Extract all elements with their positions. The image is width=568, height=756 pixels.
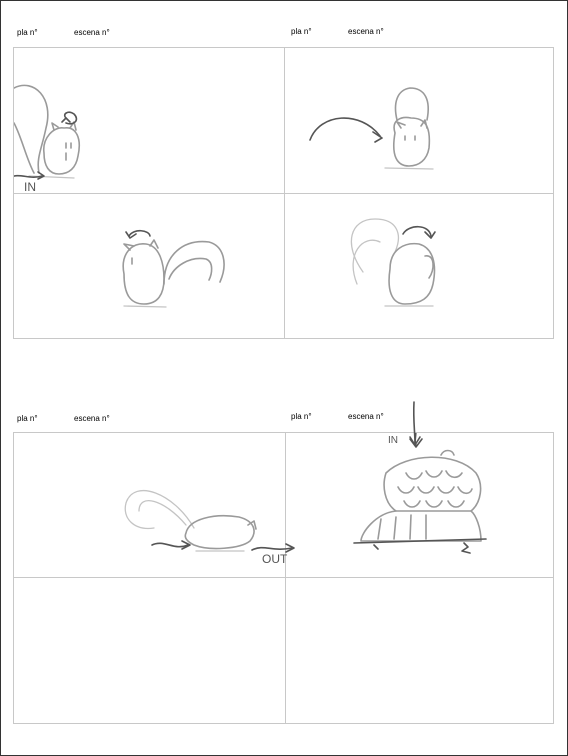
motion-arrow-icon	[409, 401, 421, 446]
in-annotation: IN	[24, 180, 36, 193]
motion-arrow-icon	[151, 542, 189, 548]
storyboard-panel	[286, 578, 554, 724]
storyboard-panel	[14, 433, 285, 577]
scene-number-label: escena n°	[74, 414, 110, 423]
panel-divider	[285, 432, 286, 724]
scene-number-label: escena n°	[348, 412, 384, 421]
plan-number-label: pla n°	[291, 412, 312, 421]
rotate-arrow-icon	[402, 225, 432, 237]
storyboard-panel	[14, 578, 285, 724]
rotate-arrow-icon	[128, 229, 151, 237]
plan-number-label: pla n°	[291, 27, 312, 36]
storyboard-panel	[285, 48, 554, 193]
storyboard-grid	[13, 432, 554, 724]
rotate-arrow-icon	[63, 111, 78, 125]
acorn-sketch: IN	[353, 433, 487, 554]
out-annotation: OUT	[262, 552, 288, 566]
motion-arrow-icon	[251, 543, 295, 553]
panel-divider	[13, 193, 554, 194]
in-annotation: IN	[388, 435, 398, 446]
squirrel-sketch	[350, 218, 436, 307]
scene-number-label: escena n°	[74, 28, 110, 37]
motion-arrow-icon	[14, 174, 43, 178]
storyboard-panel	[14, 194, 284, 339]
storyboard-panel	[285, 194, 554, 339]
squirrel-sketch	[122, 229, 225, 308]
motion-arrow-icon	[309, 117, 381, 141]
squirrel-sketch: IN	[14, 84, 80, 193]
squirrel-sketch	[309, 87, 434, 170]
storyboard-panel: IN	[14, 48, 284, 193]
storyboard-panel: IN	[286, 433, 554, 577]
plan-number-label: pla n°	[17, 414, 38, 423]
plan-number-label: pla n°	[17, 28, 38, 37]
panel-divider	[13, 577, 554, 578]
squirrel-sketch	[124, 489, 257, 552]
scene-number-label: escena n°	[348, 27, 384, 36]
